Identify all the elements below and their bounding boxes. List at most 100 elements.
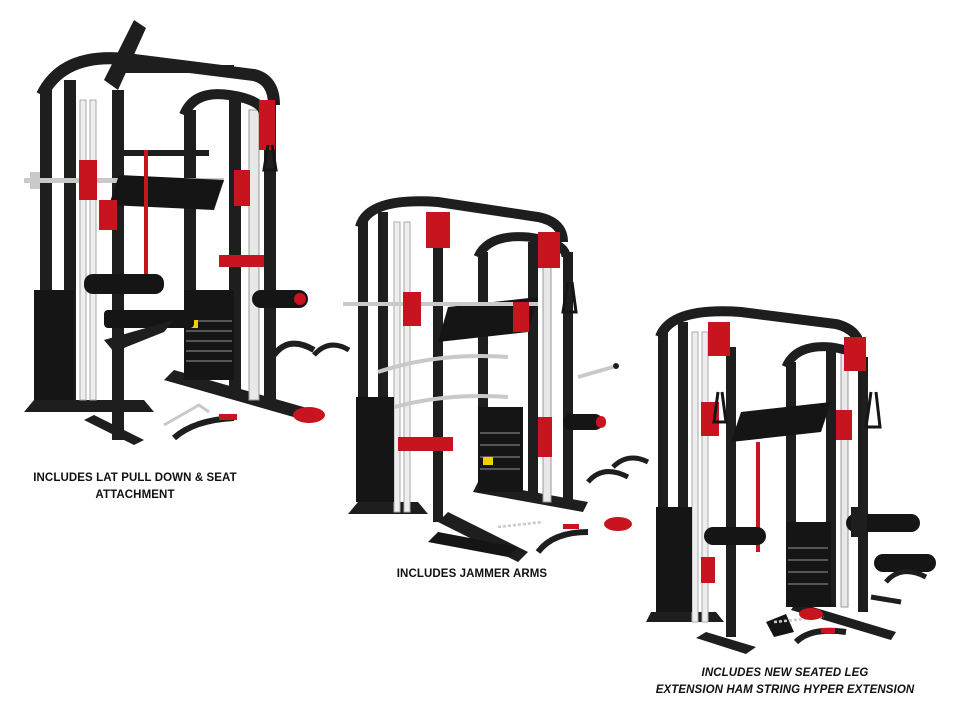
rack-upright xyxy=(112,90,124,440)
dip-handle xyxy=(611,455,650,469)
red-carriage xyxy=(234,170,250,206)
rack-upright xyxy=(528,242,538,502)
guide-rail xyxy=(840,346,849,608)
dip-handle xyxy=(312,342,351,357)
curl-bar xyxy=(171,415,235,441)
red-carriage xyxy=(259,100,275,150)
guide-rail xyxy=(701,331,709,623)
cable-handle xyxy=(262,144,278,172)
chain xyxy=(163,403,210,427)
curl-bar xyxy=(793,627,847,645)
rack-foot xyxy=(696,632,756,654)
ankle-strap xyxy=(293,407,325,423)
red-carriage xyxy=(538,417,552,457)
rack-upright xyxy=(678,322,688,612)
cable-handle xyxy=(864,391,882,429)
rack-upright xyxy=(358,222,368,502)
dip-handle xyxy=(884,569,928,584)
ankle-strap xyxy=(604,517,632,531)
caption-line: EXTENSION HAM STRING HYPER EXTENSION xyxy=(655,684,915,696)
red-carriage xyxy=(708,322,730,356)
guide-rail xyxy=(403,221,411,513)
red-carriage xyxy=(426,212,450,248)
jammer-arm xyxy=(377,354,509,374)
rack-foot xyxy=(24,400,154,412)
guide-rail xyxy=(79,99,87,401)
gym-rack-drawing xyxy=(646,306,936,654)
seat-leg xyxy=(104,320,174,352)
seat-pad xyxy=(104,310,194,328)
dip-handle xyxy=(870,594,902,605)
rack-foot xyxy=(646,612,724,622)
caption-line: INCLUDES NEW SEATED LEG xyxy=(701,667,869,679)
red-carriage xyxy=(836,410,852,440)
crossbar xyxy=(124,65,234,73)
guide-rail xyxy=(691,331,699,623)
pad-cap xyxy=(596,416,606,428)
guide-rail xyxy=(542,241,552,503)
bar-grip xyxy=(821,628,835,633)
red-carriage xyxy=(398,437,453,451)
red-carriage xyxy=(99,200,117,230)
rack-foot xyxy=(348,502,428,514)
caption-line: ATTACHMENT xyxy=(95,489,175,501)
cable-handle xyxy=(712,391,728,424)
top-arch xyxy=(473,232,571,260)
red-carriage xyxy=(219,255,264,267)
weight-stack xyxy=(786,522,831,607)
guide-rail xyxy=(89,99,97,401)
platform xyxy=(731,402,831,442)
seat-pad xyxy=(874,554,936,572)
gym-rack-image-jammer-arms xyxy=(338,182,660,572)
rack-upright xyxy=(726,347,736,637)
rack-upright xyxy=(478,252,488,492)
rack-upright xyxy=(433,242,443,522)
top-arch xyxy=(355,196,568,243)
caption-line: INCLUDES LAT PULL DOWN & SEAT xyxy=(33,472,237,484)
red-cable xyxy=(756,442,760,552)
rack-upright xyxy=(563,252,573,502)
gym-rack-drawing xyxy=(343,196,650,562)
v-handle xyxy=(766,614,794,637)
straight-bar xyxy=(577,365,614,379)
red-carriage xyxy=(403,292,421,326)
cable-handle xyxy=(561,281,578,314)
seat-pad xyxy=(84,274,164,294)
caption-lat-pulldown: INCLUDES LAT PULL DOWN & SEAT ATTACHMENT xyxy=(30,470,240,504)
rack-upright xyxy=(826,347,836,607)
plate-storage xyxy=(656,507,692,612)
weight-stack xyxy=(478,407,523,492)
tbar-plate xyxy=(428,532,518,557)
top-arch xyxy=(36,52,280,106)
red-carriage xyxy=(538,232,560,268)
red-carriage xyxy=(701,557,715,583)
chain xyxy=(497,520,544,529)
seat-pad xyxy=(563,414,603,430)
red-carriage xyxy=(513,302,529,332)
rack-upright xyxy=(264,100,276,400)
leg-extension-frame xyxy=(851,507,867,537)
seat-pad xyxy=(704,527,766,545)
lat-pulldown-arm xyxy=(104,20,146,90)
weight-stack xyxy=(184,290,234,380)
red-carriage xyxy=(79,160,97,200)
dip-handle xyxy=(271,340,316,357)
curl-bar xyxy=(535,529,589,554)
plate-storage xyxy=(34,290,74,400)
red-cable xyxy=(144,150,148,280)
crossbar xyxy=(119,150,209,156)
gym-rack-drawing xyxy=(24,20,351,445)
bar-grip xyxy=(219,414,237,420)
seat-pad xyxy=(252,290,308,308)
gym-rack-image-lat-pulldown xyxy=(24,20,354,450)
red-carriage xyxy=(844,337,866,371)
rack-foot xyxy=(164,370,314,420)
pad-cap xyxy=(294,293,306,305)
dip-handle xyxy=(586,469,630,484)
rack-upright xyxy=(378,212,388,502)
platform xyxy=(109,175,224,210)
bar-grip xyxy=(563,524,579,529)
barbell-collar xyxy=(30,172,40,189)
ankle-strap xyxy=(799,608,823,620)
rack-upright xyxy=(858,357,868,612)
